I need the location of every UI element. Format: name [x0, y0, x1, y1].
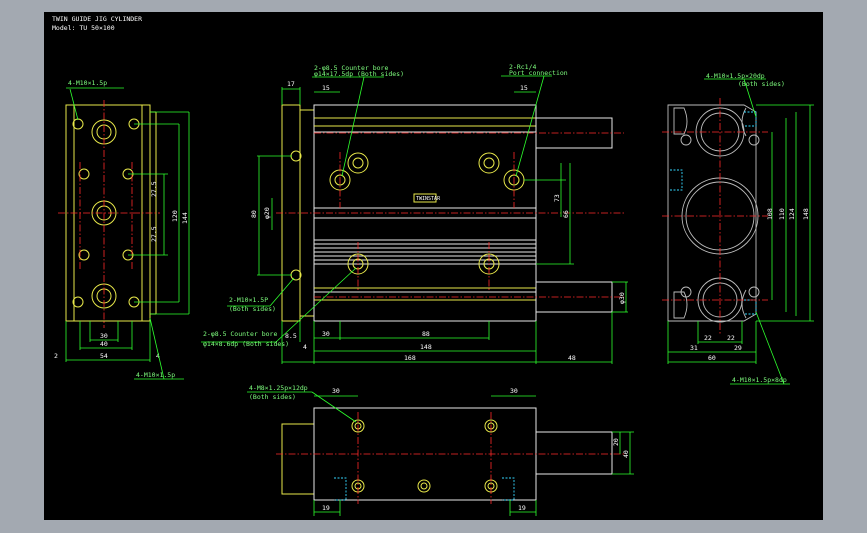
bottom-dim-30-b: 30 [510, 387, 518, 395]
front-dim-4: 4 [303, 343, 307, 351]
left-dim-30: 30 [100, 332, 108, 340]
left-view: 27.5 27.5 120 144 30 40 54 2 4 4-M10×1.5… [54, 79, 190, 380]
right-dim-22-b: 22 [727, 334, 735, 342]
cad-drawing: TWIN GUIDE JIG CYLINDER Model: TU 50×100 [52, 15, 814, 516]
front-note-m10: 2-M10×1.5P [229, 296, 268, 304]
right-dim-22-a: 22 [704, 334, 712, 342]
bottom-dim-40: 40 [622, 450, 630, 458]
front-note-rc2: Port connection [509, 69, 568, 77]
left-dim-54: 54 [100, 352, 108, 360]
front-dim-80: 80 [250, 210, 258, 218]
bottom-dim-19-a: 19 [322, 504, 330, 512]
front-dim-8-5: 8.5 [285, 332, 297, 340]
bottom-note: 4-M8×1.25p×12dp [249, 384, 308, 392]
front-note-ports-a2: φ14×17.5dp (Both sides) [314, 70, 404, 78]
right-dim-148: 148 [802, 208, 810, 220]
right-note-bottom: 4-M10×1.5p×8dp [732, 376, 787, 384]
right-note-top2: (Both sides) [738, 80, 785, 88]
right-dim-124: 124 [788, 208, 796, 220]
front-note-ports-a: 2-φ8.5 Counter bore [314, 64, 388, 72]
drawing-area: TWIN GUIDE JIG CYLINDER Model: TU 50×100 [44, 12, 823, 520]
front-label-plate: TWINSTAR [416, 196, 441, 202]
front-dim-phi30: φ30 [618, 292, 626, 304]
left-note-top: 4-M10×1.5p [68, 79, 107, 87]
left-dim-120: 120 [171, 210, 179, 222]
right-dim-108: 108 [766, 208, 774, 220]
front-dim-88: 88 [422, 330, 430, 338]
right-dim-110: 110 [778, 208, 786, 220]
front-note-cb2: φ14×8.6dp (Both sides) [203, 340, 289, 348]
left-dim-40: 40 [100, 340, 108, 348]
title-line-2: Model: TU 50×100 [52, 24, 115, 32]
front-note-m10b: (Both sides) [229, 305, 276, 313]
right-note-top: 4-M10×1.5p×20dp [706, 72, 765, 80]
left-dim-144: 144 [181, 212, 189, 224]
bottom-note2: (Both sides) [249, 393, 296, 401]
right-dim-31: 31 [690, 344, 698, 352]
front-dim-73: 73 [553, 194, 561, 202]
front-dim-17: 17 [287, 80, 295, 88]
front-dim-15-left: 15 [322, 84, 330, 92]
front-dim-15-right: 15 [520, 84, 528, 92]
front-dim-66: 66 [562, 210, 570, 218]
bottom-view: 30 30 20 40 19 19 4-M8×1.25p×12dp (Both … [247, 384, 634, 516]
front-view: TWINSTAR 17 15 15 80 φ20 73 66 φ30 [201, 63, 628, 364]
front-dim-168: 168 [404, 354, 416, 362]
front-dim-148: 148 [420, 343, 432, 351]
bottom-dim-19-b: 19 [518, 504, 526, 512]
front-dim-48: 48 [568, 354, 576, 362]
front-dim-phi20: φ20 [263, 207, 271, 219]
title-line-1: TWIN GUIDE JIG CYLINDER [52, 15, 142, 23]
left-dim-27-5-a: 27.5 [150, 181, 158, 197]
left-dim-4: 4 [156, 352, 160, 360]
right-view: 108 110 124 148 22 22 31 29 60 4-M10×1.5… [662, 72, 814, 385]
front-note-cb: 2-φ8.5 Counter bore [203, 330, 277, 338]
bottom-dim-30-a: 30 [332, 387, 340, 395]
front-note-rc: 2-Rc1/4 [509, 63, 536, 71]
left-dim-27-5-b: 27.5 [150, 226, 158, 242]
left-note-bottom: 4-M10×1.5p [136, 371, 175, 379]
left-dim-2: 2 [54, 352, 58, 360]
right-dim-29: 29 [734, 344, 742, 352]
front-dim-30: 30 [322, 330, 330, 338]
right-dim-60: 60 [708, 354, 716, 362]
bottom-dim-20: 20 [612, 438, 620, 446]
